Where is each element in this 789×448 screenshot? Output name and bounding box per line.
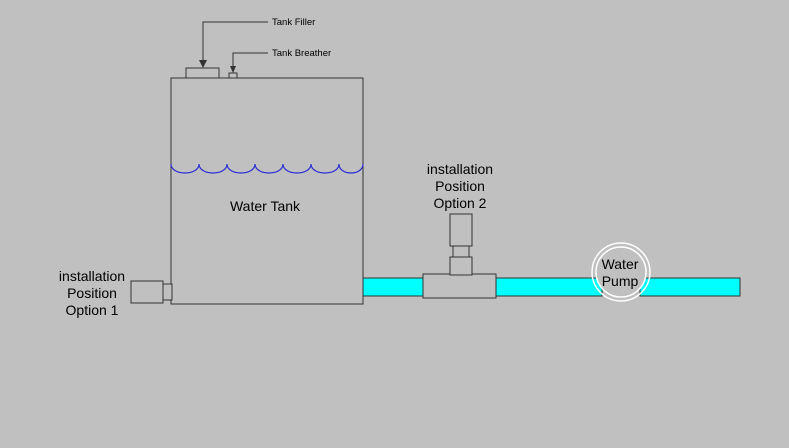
- sensor-option-1-fitting: [162, 283, 173, 301]
- sensor-option-2-fitting: [452, 245, 470, 258]
- water-surface: [170, 163, 364, 174]
- tank-filler-cap: [185, 67, 220, 79]
- water-pump-label-line-2: Pump: [602, 273, 639, 289]
- tee-fitting-run: [422, 273, 497, 299]
- tank-filler-arrowhead: [199, 60, 207, 68]
- sensor-option-2-body: [449, 213, 473, 247]
- tank-breather-vent: [228, 72, 238, 79]
- water-tank: [170, 77, 364, 305]
- option-2-label-line-1: installation: [427, 161, 493, 177]
- option-2-label-line-3: Option 2: [434, 195, 487, 211]
- tank-filler-leader: [202, 21, 268, 64]
- tank-breather-arrowhead: [230, 66, 236, 73]
- tee-fitting-branch: [449, 256, 473, 276]
- option-2-label-line-2: Position: [435, 178, 485, 194]
- pipe-left: [362, 277, 424, 297]
- water-pump-ring: [591, 242, 651, 302]
- tank-breather-label: Tank Breather: [272, 48, 331, 59]
- water-pump-label-line-1: Water: [602, 256, 639, 272]
- water-pump: [595, 246, 647, 298]
- option-1-label-line-1: installation: [59, 268, 125, 284]
- water-tank-label: Water Tank: [230, 198, 301, 214]
- pipe-right: [639, 277, 741, 297]
- tank-filler-label: Tank Filler: [272, 17, 315, 28]
- option-1-label-line-3: Option 1: [66, 302, 119, 318]
- option-1-label-line-2: Position: [67, 285, 117, 301]
- sensor-option-1-body: [130, 280, 164, 304]
- pipe-middle: [495, 277, 603, 297]
- tank-breather-leader: [232, 52, 268, 69]
